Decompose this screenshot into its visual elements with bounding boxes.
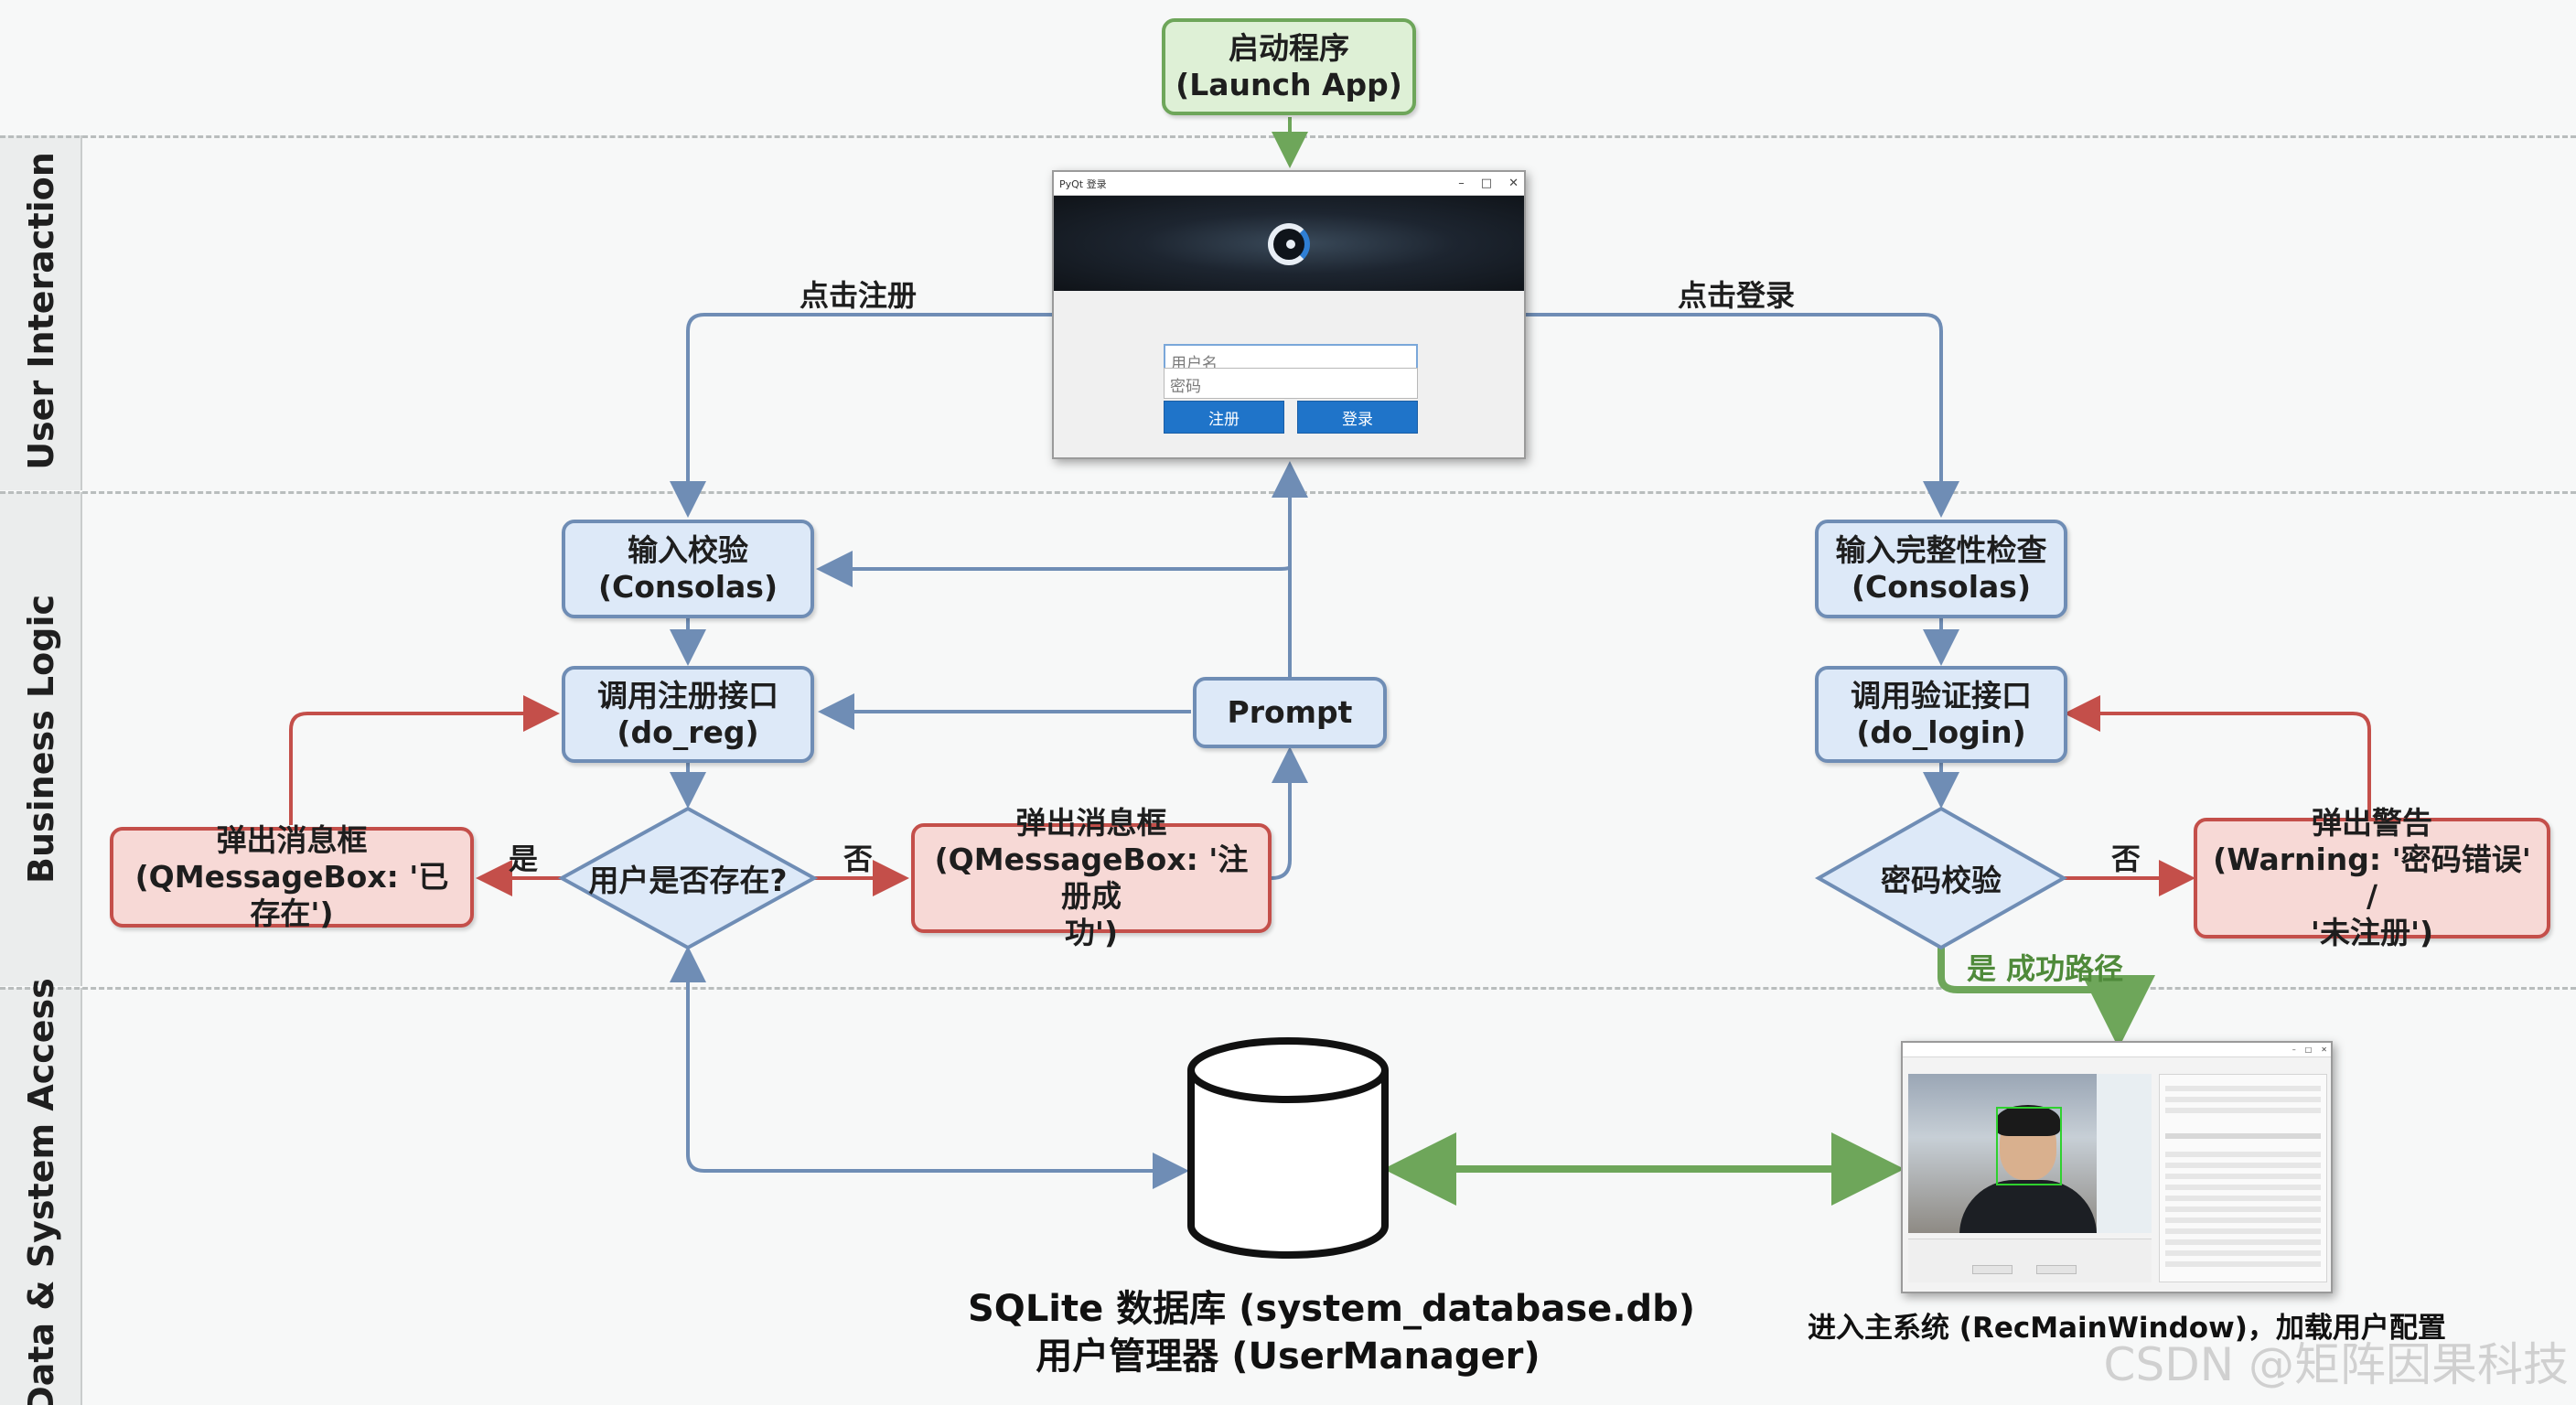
node-input-completeness: 输入完整性检查(Consolas) xyxy=(1815,520,2067,618)
maximize-icon: □ xyxy=(2304,1046,2313,1054)
register-button: 注册 xyxy=(1164,401,1284,434)
table-row xyxy=(2165,1207,2321,1212)
node-call-register: 调用注册接口(do_reg) xyxy=(562,666,814,763)
node-msg-exists: 弹出消息框(QMessageBox: '已存在') xyxy=(110,822,474,931)
panel-button xyxy=(2036,1265,2077,1274)
login-window-screenshot: PyQt 登录 –□✕ 用户名 密码 注册 登录 xyxy=(1052,170,1526,459)
table-row xyxy=(2165,1239,2321,1245)
panel-button xyxy=(1972,1265,2012,1274)
minimize-icon: – xyxy=(1458,177,1465,190)
node-warning: 弹出警告(Warning: '密码错误' /'未注册') xyxy=(2194,805,2550,950)
window-controls: – □ ✕ xyxy=(1458,177,1519,190)
edge-exists-database xyxy=(670,946,1189,1189)
panel-row xyxy=(2165,1133,2321,1139)
node-input-validation: 输入校验(Consolas) xyxy=(562,520,814,618)
node-prompt: Prompt xyxy=(1193,677,1387,748)
edge-click-login xyxy=(1526,313,1959,518)
label-no-middle: 否 xyxy=(843,842,874,876)
lane-bar-user-interaction xyxy=(0,135,82,490)
decision-password-label: 密码校验 xyxy=(1881,863,2002,898)
control-panel xyxy=(1908,1239,2152,1282)
watermark: CSDN @矩阵因果科技 xyxy=(2103,1338,2569,1391)
table-row xyxy=(2165,1163,2321,1168)
lane-bar-data-access xyxy=(0,988,82,1405)
database-caption-line1: SQLite 数据库 (system_database.db) xyxy=(968,1288,1696,1330)
table-row xyxy=(2165,1152,2321,1157)
panel-row xyxy=(2165,1097,2321,1102)
edge-prompt-to-validation xyxy=(816,551,1292,587)
table-row xyxy=(2165,1174,2321,1179)
table-row xyxy=(2165,1228,2321,1234)
lane-bar-business-logic xyxy=(0,492,82,986)
window-controls: –□ ✕ xyxy=(2292,1046,2327,1054)
decision-password-shape xyxy=(1814,806,2068,950)
person-body xyxy=(1959,1180,2097,1233)
label-click-login: 点击登录 xyxy=(1678,278,1796,313)
database-cylinder-icon xyxy=(1187,1037,1389,1259)
database-caption-line2: 用户管理器 (UserManager) xyxy=(1036,1335,1540,1378)
face-detection-box xyxy=(1996,1107,2062,1185)
panel-row xyxy=(2165,1086,2321,1091)
camera-preview xyxy=(1908,1074,2152,1233)
label-no-right: 否 xyxy=(2111,842,2141,876)
login-banner xyxy=(1054,196,1524,291)
background-window xyxy=(2097,1074,2152,1233)
decision-user-exists-shape xyxy=(557,806,819,950)
table-row xyxy=(2165,1261,2321,1267)
table-row xyxy=(2165,1217,2321,1223)
decision-user-exists-label: 用户是否存在? xyxy=(588,863,788,898)
label-success-path: 是 成功路径 xyxy=(1967,951,2124,986)
minimize-icon: – xyxy=(2292,1046,2296,1054)
main-window-titlebar: –□ ✕ xyxy=(1903,1043,2331,1057)
login-button: 登录 xyxy=(1297,401,1418,434)
table-row xyxy=(2165,1185,2321,1190)
node-launch-app: 启动程序(Launch App) xyxy=(1162,18,1416,115)
edge-click-register xyxy=(670,313,1052,518)
login-window-titlebar: PyQt 登录 – □ ✕ xyxy=(1054,172,1524,196)
app-logo-icon xyxy=(1268,223,1310,265)
divider-logic-data xyxy=(0,987,2576,990)
password-field: 密码 xyxy=(1164,368,1418,399)
close-icon: ✕ xyxy=(1508,177,1519,190)
main-window-menubar xyxy=(1903,1057,2331,1068)
records-panel xyxy=(2159,1074,2327,1282)
edge-warning-to-verify xyxy=(2064,695,2371,818)
login-window-title: PyQt 登录 xyxy=(1059,177,1107,190)
main-window-caption: 进入主系统 (RecMainWindow)，加载用户配置 xyxy=(1808,1312,2446,1345)
edge-regok-to-prompt xyxy=(1271,746,1308,880)
edge-exists-msg-to-register xyxy=(289,695,560,825)
label-yes-left: 是 xyxy=(509,842,539,876)
main-window-screenshot: –□ ✕ xyxy=(1901,1041,2333,1293)
table-row xyxy=(2165,1250,2321,1256)
node-msg-register-ok: 弹出消息框(QMessageBox: '注册成功') xyxy=(911,805,1272,950)
panel-row xyxy=(2165,1108,2321,1113)
table-row xyxy=(2165,1196,2321,1201)
close-icon: ✕ xyxy=(2321,1046,2327,1054)
maximize-icon: □ xyxy=(1480,177,1493,190)
label-click-register: 点击注册 xyxy=(800,278,918,313)
person-hair xyxy=(1996,1105,2060,1136)
edge-success-path xyxy=(1937,948,2155,1048)
node-call-verify: 调用验证接口(do_login) xyxy=(1815,666,2067,763)
